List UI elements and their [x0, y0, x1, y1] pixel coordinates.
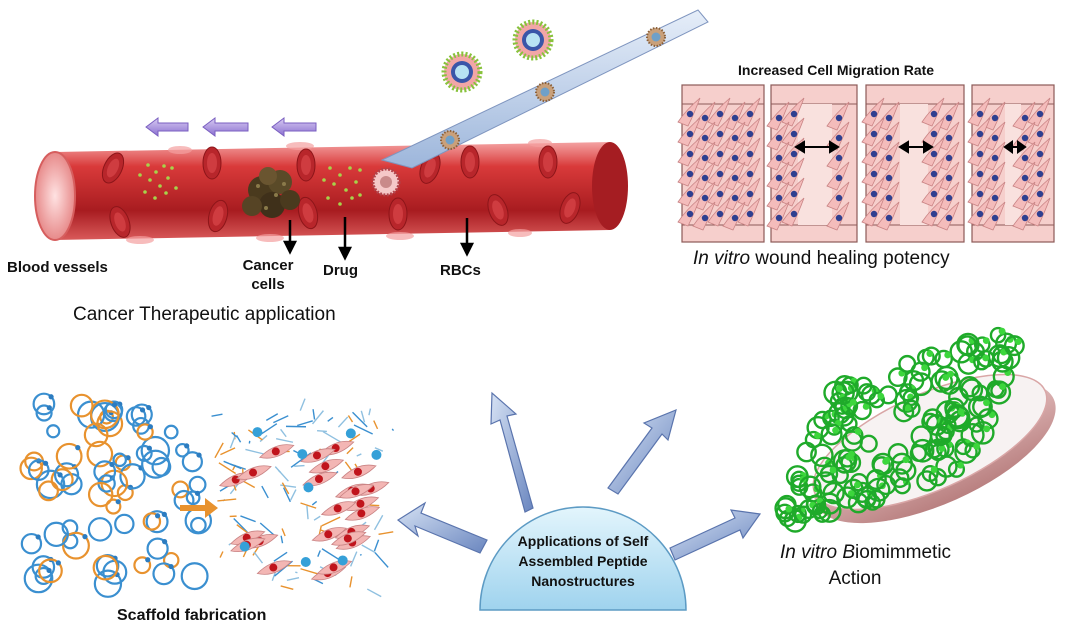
biomimetic-b: B	[842, 542, 855, 563]
center-title-line3: Nanostructures	[531, 573, 635, 589]
needle	[380, 9, 709, 169]
cancer-therapeutic-label: Cancer Therapeutic application	[73, 304, 336, 325]
center-title-line2: Assembled Peptide	[518, 553, 648, 569]
scaffold-network	[19, 392, 213, 598]
flow-arrows	[145, 117, 317, 137]
wound-healing-italic: In vitro	[693, 248, 751, 269]
biomimetic-italic: In vitro	[780, 542, 843, 563]
cancer-cells-line2: cells	[251, 276, 285, 293]
center-title-line1: Applications of Self	[517, 533, 649, 549]
cancer-cells-label: Cancer cells	[238, 256, 298, 294]
biomimetic-plate	[774, 326, 1056, 533]
application-arrows	[396, 391, 762, 561]
blood-vessels-label: Blood vessels	[7, 259, 108, 276]
blood-vessel	[34, 9, 709, 261]
increased-migration-label: Increased Cell Migration Rate	[738, 62, 935, 78]
biomimetic-line1: In vitro Biomimmetic	[780, 540, 951, 566]
biomimetic-rest: iomimmetic	[855, 542, 952, 563]
cancer-cell-cluster	[242, 167, 300, 218]
rbcs-label: RBCs	[440, 262, 481, 279]
drug-label: Drug	[323, 262, 358, 279]
wound-healing-label: In vitro wound healing potency	[693, 248, 950, 270]
drug-particles	[138, 163, 362, 206]
central-dome	[479, 506, 687, 611]
wound-healing-rest: wound healing potency	[750, 248, 950, 269]
cancer-cells-line1: Cancer	[242, 257, 294, 274]
green-mesh	[774, 326, 1025, 533]
scaffold-fabrication-label: Scaffold fabrication	[117, 607, 267, 624]
biomimetic-line2: Action	[828, 568, 882, 589]
pointer-arrows	[282, 217, 475, 261]
vessel-nanoparticle	[371, 167, 401, 197]
scaffold-orange-arrow	[180, 498, 218, 518]
self-assembled-nanoparticles	[444, 22, 551, 90]
migration-arrows	[794, 140, 1027, 154]
biomimetic-label: In vitro Biomimmetic Action	[780, 540, 951, 592]
center-title: Applications of Self Assembled Peptide N…	[488, 531, 678, 591]
wound-healing-panels	[677, 84, 1055, 243]
scaffold-with-cells	[211, 398, 395, 598]
